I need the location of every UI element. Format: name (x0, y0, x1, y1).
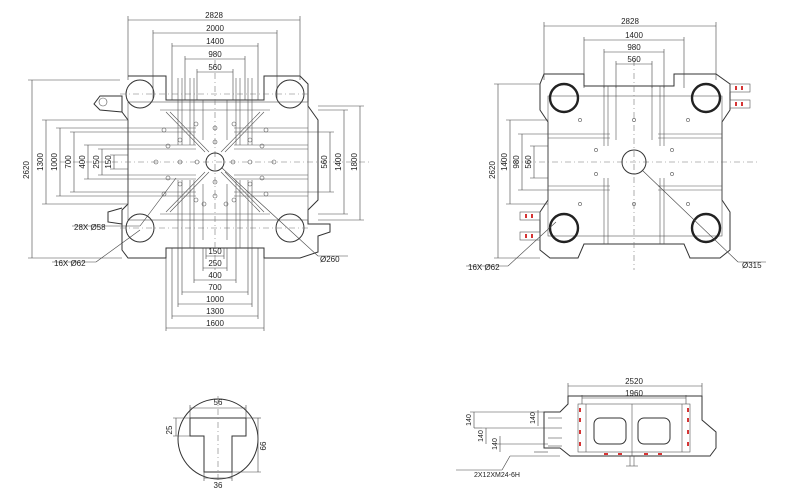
rear-height-dim-560: 560 (524, 155, 533, 169)
rear-height-dim-2620: 2620 (488, 161, 497, 179)
right-dim-560: 560 (320, 155, 329, 169)
bottom-dim-1300: 1300 (206, 307, 224, 316)
height-dim-2620: 2620 (22, 161, 31, 179)
width-dim-1400: 1400 (206, 37, 224, 46)
height-dim-150: 150 (104, 155, 113, 169)
right-dim-1400: 1400 (334, 153, 343, 171)
section-view: 2520 1960 140 140 140 140 2X12XM24-6H (456, 377, 717, 479)
rear-height-dim-1400: 1400 (500, 153, 509, 171)
callout-tie-holes: 16X Ø62 (54, 259, 86, 268)
front-platen-view: 2828 2000 1400 980 560 2620 1300 1000 70… (22, 11, 370, 331)
section-left-dim-2: 140 (478, 430, 485, 442)
bottom-dim-150: 150 (208, 247, 222, 256)
height-dim-1300: 1300 (36, 153, 45, 171)
rear-platen-view: 2828 1400 980 560 2620 1400 980 560 16X … (466, 17, 766, 272)
center-hole (621, 149, 647, 175)
bottom-dim-700: 700 (208, 283, 222, 292)
height-dim-700: 700 (64, 155, 73, 169)
tie-bar-hole (548, 212, 580, 244)
section-left-dim-1: 140 (466, 414, 473, 426)
tslot-top-dim: 56 (214, 398, 223, 407)
tie-bar-hole (690, 82, 722, 114)
rear-callout-center-hole: Ø315 (742, 261, 762, 270)
height-dim-400: 400 (78, 155, 87, 169)
rear-height-dim-980: 980 (512, 155, 521, 169)
callout-center-hole: Ø260 (320, 255, 340, 264)
rear-width-dim-1400: 1400 (625, 31, 643, 40)
rear-width-dim-560: 560 (627, 55, 641, 64)
section-left-dim-3: 140 (492, 438, 499, 450)
section-width-dim-2520: 2520 (625, 377, 643, 386)
bottom-dim-1600: 1600 (206, 319, 224, 328)
width-dim-2000: 2000 (206, 24, 224, 33)
rear-callout-tie-holes: 16X Ø62 (468, 263, 500, 272)
tie-bar-hole (548, 82, 580, 114)
section-left-dim-4: 140 (530, 412, 537, 424)
tslot-left-dim: 25 (165, 425, 174, 434)
bottom-dim-1000: 1000 (206, 295, 224, 304)
width-dim-2828: 2828 (205, 11, 223, 20)
section-thread-callout: 2X12XM24-6H (474, 472, 520, 479)
callout-small-holes: 28X Ø58 (74, 223, 106, 232)
tie-bar-hole (690, 212, 722, 244)
height-dim-1000: 1000 (50, 153, 59, 171)
width-dim-980: 980 (208, 50, 222, 59)
width-dim-560: 560 (208, 63, 222, 72)
bottom-dim-400: 400 (208, 271, 222, 280)
tslot-detail-view: 56 25 66 36 (165, 396, 268, 490)
rear-width-dim-980: 980 (627, 43, 641, 52)
section-width-dim-1960: 1960 (625, 389, 643, 398)
bottom-dim-250: 250 (208, 259, 222, 268)
right-dim-1800: 1800 (350, 153, 359, 171)
tslot-right-dim: 66 (259, 441, 268, 450)
tslot-bottom-dim: 36 (214, 481, 223, 490)
rear-width-dim-2828: 2828 (621, 17, 639, 26)
height-dim-250: 250 (92, 155, 101, 169)
center-hole (205, 152, 225, 172)
